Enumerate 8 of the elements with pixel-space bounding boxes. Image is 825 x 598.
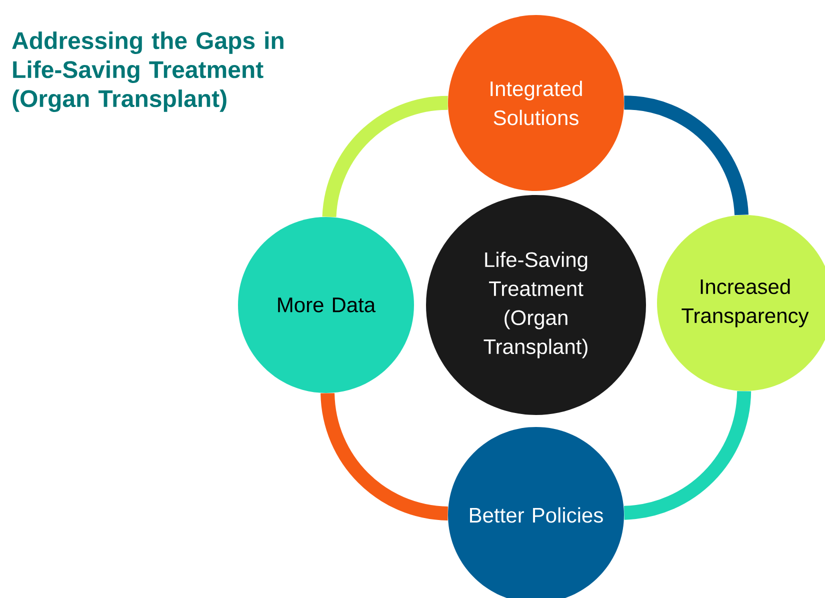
ring-arc	[322, 96, 448, 218]
title: Addressing the Gaps in Life-Saving Treatment (Organ Transplant)	[12, 32, 284, 112]
circle-node: Life-Saving Treatment (Organ Transplant)	[426, 195, 646, 415]
circle-node: Integrated Solutions	[448, 15, 624, 191]
ring-arc	[624, 96, 748, 216]
ring-arc	[320, 392, 448, 520]
ring-arc	[624, 390, 752, 520]
circle-node: More Data	[238, 217, 414, 393]
